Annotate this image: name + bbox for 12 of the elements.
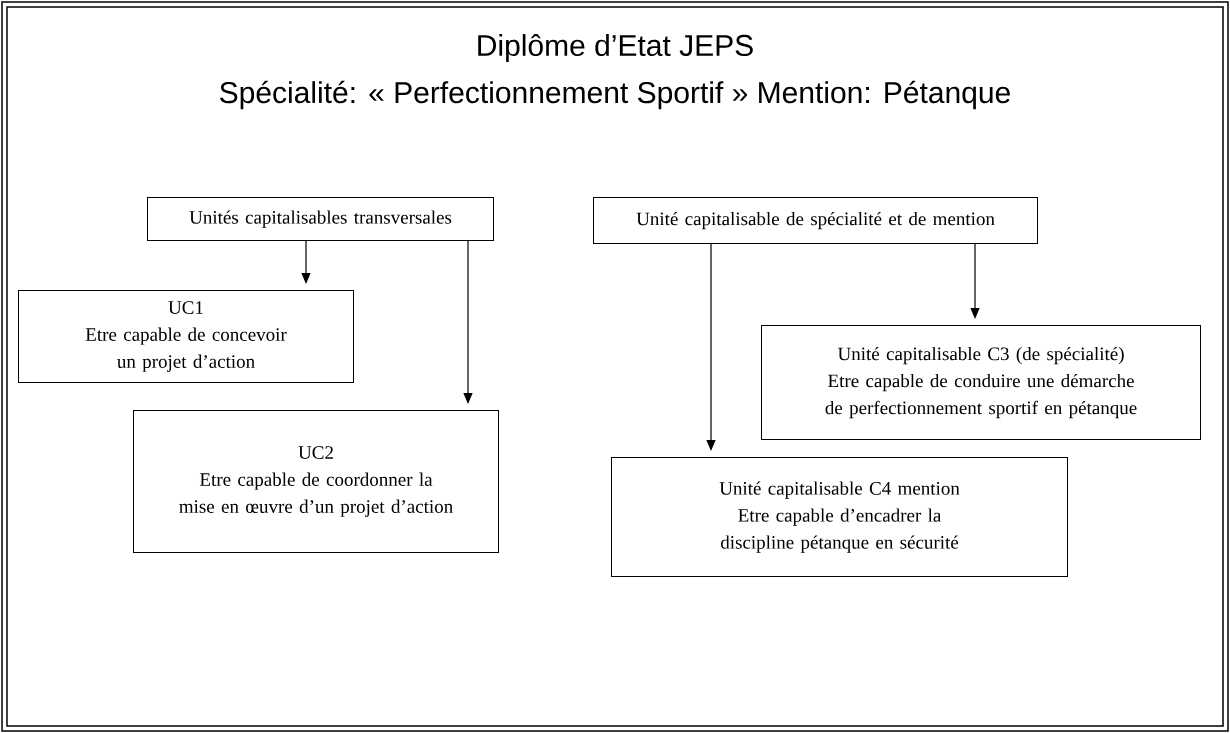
arrow: [463, 240, 473, 404]
arrow: [301, 240, 311, 284]
unit-box: Unités capitalisables transversales: [147, 197, 494, 241]
arrow: [970, 243, 980, 319]
arrow: [706, 243, 716, 451]
unit-box: UC2 Etre capable de coordonner la mise en œuvre d’un projet d’action: [133, 410, 499, 553]
unit-box: Unité capitalisable C3 (de spécialité) Etre capable de conduire une démarche de perfectionnement sportif en pétanque: [761, 325, 1201, 440]
unit-box: Unité capitalisable C4 mention Etre capable d’encadrer la discipline pétanque en sécurité: [611, 457, 1068, 577]
title: Diplôme d’Etat JEPS: [478, 33, 753, 63]
unit-box: UC1 Etre capable de concevoir un projet d’action: [18, 290, 354, 383]
subtitle: Spécialité: « Perfectionnement Sportif » Mention: Pétanque: [220, 80, 1010, 110]
unit-box: Unité capitalisable de spécialité et de mention: [593, 197, 1038, 244]
